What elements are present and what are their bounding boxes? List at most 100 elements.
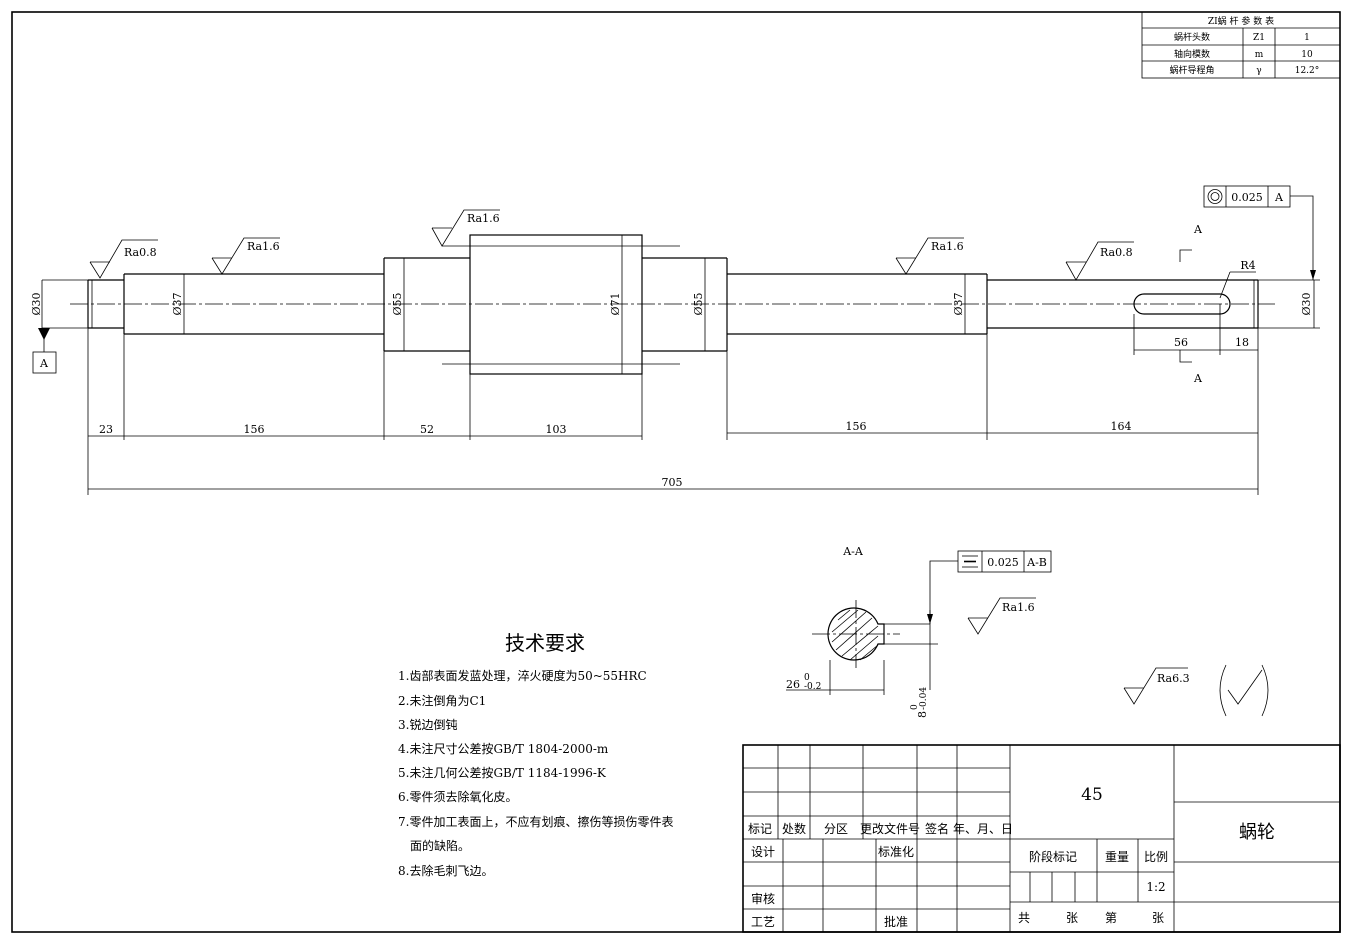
ra-right-shaft-symbol: Ra1.6 [895, 237, 964, 275]
coaxiality-icon [1207, 189, 1223, 204]
tech-item-8: 8.去除毛刺飞边。 [398, 863, 493, 878]
dim-dia-55-right: Ø55 [692, 292, 705, 315]
param-table: ZI蜗 杆 参 数 表 蜗杆头数 Z1 1 轴向模数 m 10 蜗杆导程角 γ … [1141, 11, 1341, 79]
dim-dia-71: Ø71 [609, 292, 622, 315]
dim-keyway-18: 18 [1235, 336, 1249, 349]
tech-item-7b: 面的缺陷。 [410, 838, 470, 853]
dim-dia-left-end: Ø30 [30, 292, 43, 315]
section-mark-bottom: A [1193, 372, 1203, 385]
param-row-2-name: 轴向模数 [1174, 48, 1210, 60]
tb-header-doc: 更改文件号 [860, 821, 920, 836]
param-row-2-value: 10 [1301, 50, 1313, 60]
svg-text:Ra0.8: Ra0.8 [124, 246, 157, 259]
param-row-3-symbol: γ [1256, 66, 1261, 76]
tb-scale-value: 1:2 [1146, 880, 1165, 894]
dim-keyway-56: 56 [1174, 336, 1188, 349]
symmetry-value: 0.025 [987, 556, 1019, 569]
diameter-dimensions: Ø30 Ø37 Ø55 Ø71 Ø55 Ø37 Ø30 [30, 235, 1320, 374]
tech-requirements: 技术要求 1.齿部表面发蓝处理，淬火硬度为50~55HRC 2.未注倒角为C1 … [398, 631, 673, 878]
shaft-outline [70, 234, 1275, 375]
symmetry-icon [962, 555, 978, 568]
datum-a-label: A [39, 357, 49, 370]
dim-len-156-left: 156 [244, 423, 265, 436]
svg-text:Ra1.6: Ra1.6 [931, 240, 964, 253]
symmetry-frame: 0.025 A-B [927, 550, 1052, 624]
param-row-3-value: 12.2° [1295, 66, 1320, 76]
dim-section-26: 26 [786, 678, 800, 691]
svg-text:Ra1.6: Ra1.6 [467, 212, 500, 225]
coaxiality-datum: A [1274, 191, 1284, 204]
tech-item-5: 5.未注几何公差按GB/T 1184-1996-K [398, 765, 607, 780]
tb-header-mark: 标记 [748, 822, 772, 836]
tb-approve: 批准 [884, 914, 908, 929]
tb-stage-mark: 阶段标记 [1029, 849, 1077, 864]
dim-section-8-tol-low: -0.04 [919, 687, 929, 710]
datum-a: A [32, 328, 57, 374]
section-view-title: A-A [842, 545, 864, 558]
param-row-2-symbol: m [1255, 50, 1264, 60]
section-marks: A A [1179, 223, 1203, 385]
tech-item-6: 6.零件须去除氧化皮。 [398, 789, 517, 804]
tb-header-zone: 分区 [824, 822, 848, 836]
tb-page-sheets: 张 [1152, 911, 1164, 925]
tech-item-1: 1.齿部表面发蓝处理，淬火硬度为50~55HRC [398, 668, 647, 683]
tech-item-3: 3.锐边倒钝 [398, 718, 457, 732]
length-dimensions: 23 156 52 103 156 164 705 56 18 R4 [87, 259, 1259, 495]
tech-title: 技术要求 [505, 631, 585, 655]
tb-header-date: 年、月、日 [953, 822, 1013, 836]
svg-text:Ra6.3: Ra6.3 [1157, 672, 1190, 685]
ra-section-symbol: Ra1.6 [967, 597, 1036, 635]
ra-worm-symbol: Ra1.6 [431, 209, 500, 247]
dim-len-156-right: 156 [846, 420, 867, 433]
drawing-border [11, 11, 1341, 933]
ra-left-shaft-symbol: Ra1.6 [211, 237, 280, 275]
dim-dia-37-left: Ø37 [171, 292, 184, 315]
tb-process: 工艺 [751, 915, 775, 929]
param-table-title: ZI蜗 杆 参 数 表 [1208, 15, 1274, 27]
tb-sheets: 张 [1066, 911, 1078, 925]
ra-left-end-symbol: Ra0.8 [89, 239, 158, 279]
tb-design: 设计 [751, 845, 775, 859]
dim-len-52: 52 [420, 423, 434, 436]
svg-text:Ra1.6: Ra1.6 [247, 240, 280, 253]
symmetry-datum: A-B [1026, 556, 1047, 569]
dim-dia-55-left: Ø55 [391, 292, 404, 315]
param-row-1-symbol: Z1 [1253, 33, 1265, 43]
tb-total: 共 [1018, 911, 1030, 925]
param-row-1-name: 蜗杆头数 [1174, 31, 1210, 43]
coaxiality-frame: 0.025 A [1203, 185, 1316, 280]
svg-text:Ra0.8: Ra0.8 [1100, 246, 1133, 259]
section-mark-top: A [1193, 223, 1203, 236]
section-view: A-A 26 0 -0.2 8 0 -0.04 [786, 545, 938, 718]
dim-len-705: 705 [662, 476, 683, 489]
tech-item-4: 4.未注尺寸公差按GB/T 1804-2000-m [398, 741, 609, 756]
param-row-1-value: 1 [1304, 33, 1310, 43]
tb-material: 45 [1081, 785, 1103, 805]
dim-len-164: 164 [1111, 420, 1132, 433]
svg-text:Ra1.6: Ra1.6 [1002, 601, 1035, 614]
tech-item-2: 2.未注倒角为C1 [398, 693, 486, 708]
title-block: 标记 处数 分区 更改文件号 签名 年、月、日 设计 标准化 审核 工艺 批准 … [742, 744, 1341, 933]
dim-dia-37-right: Ø37 [952, 292, 965, 315]
dim-len-23: 23 [99, 423, 113, 436]
ra-general-symbol: Ra6.3 [1123, 664, 1269, 717]
tb-header-sign: 签名 [925, 821, 949, 836]
dim-radius-r4: R4 [1240, 259, 1255, 272]
tb-page: 第 [1105, 911, 1117, 925]
tech-item-7: 7.零件加工表面上，不应有划痕、擦伤等损伤零件表 [398, 814, 673, 829]
tb-standardize: 标准化 [878, 845, 914, 859]
tb-weight: 重量 [1105, 850, 1129, 864]
roughness-symbols: Ra0.8 Ra1.6 Ra1.6 Ra1.6 Ra0.8 [89, 209, 1134, 281]
ra-right-end-symbol: Ra0.8 [1065, 241, 1134, 281]
dim-section-8: 8 [916, 711, 929, 718]
tb-review: 审核 [751, 891, 775, 906]
dim-section-26-tol-low: -0.2 [804, 682, 821, 692]
coaxiality-value: 0.025 [1231, 191, 1263, 204]
dim-dia-right-end: Ø30 [1300, 292, 1313, 315]
dim-section-8-tol-up: 0 [910, 704, 920, 710]
dim-section-26-tol-up: 0 [804, 673, 810, 683]
hatching [831, 609, 879, 661]
tb-part-name: 蜗轮 [1239, 822, 1275, 843]
param-row-3-name: 蜗杆导程角 [1169, 64, 1214, 76]
